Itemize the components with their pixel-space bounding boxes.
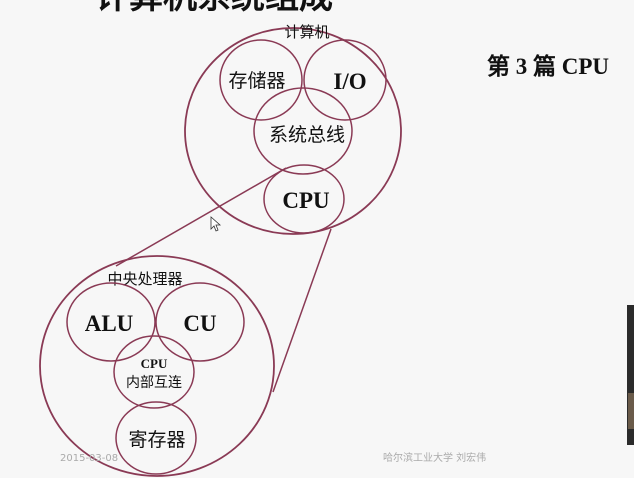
memory-label: 存储器 — [228, 70, 285, 92]
section-title: 第 3 篇 CPU — [487, 53, 609, 79]
processor-title: 中央处理器 — [107, 270, 182, 288]
interconnect-label-cpu: CPU — [141, 356, 168, 371]
interconnect-label-text: 内部互连 — [126, 375, 182, 391]
computer-circle — [184, 27, 402, 235]
footer-author: 哈尔滨工业大学 刘宏伟 — [383, 451, 486, 464]
cpu-circle — [263, 164, 345, 234]
io-label: I/O — [333, 69, 366, 94]
processor-circle — [39, 255, 275, 477]
slide-header-title: 计算机系统组成 — [95, 0, 333, 16]
zoom-line-lower — [272, 228, 332, 393]
cu-label: CU — [183, 311, 217, 336]
bus-circle — [253, 87, 353, 175]
cpu-label: CPU — [282, 188, 330, 213]
computer-title: 计算机 — [284, 23, 329, 41]
zoom-line-upper — [115, 167, 287, 267]
footer-date: 2015-03-08 — [60, 453, 118, 464]
alu-label: ALU — [85, 311, 134, 336]
interconnect-circle — [113, 335, 195, 409]
registers-label: 寄存器 — [128, 429, 185, 451]
registers-circle — [115, 401, 197, 475]
alu-circle — [66, 282, 156, 362]
io-circle — [303, 39, 387, 121]
bus-label: 系统总线 — [269, 124, 345, 146]
cu-circle — [155, 282, 245, 362]
video-thumbnail-edge — [627, 305, 634, 445]
memory-circle — [219, 39, 303, 121]
mouse-cursor-icon — [210, 216, 222, 232]
